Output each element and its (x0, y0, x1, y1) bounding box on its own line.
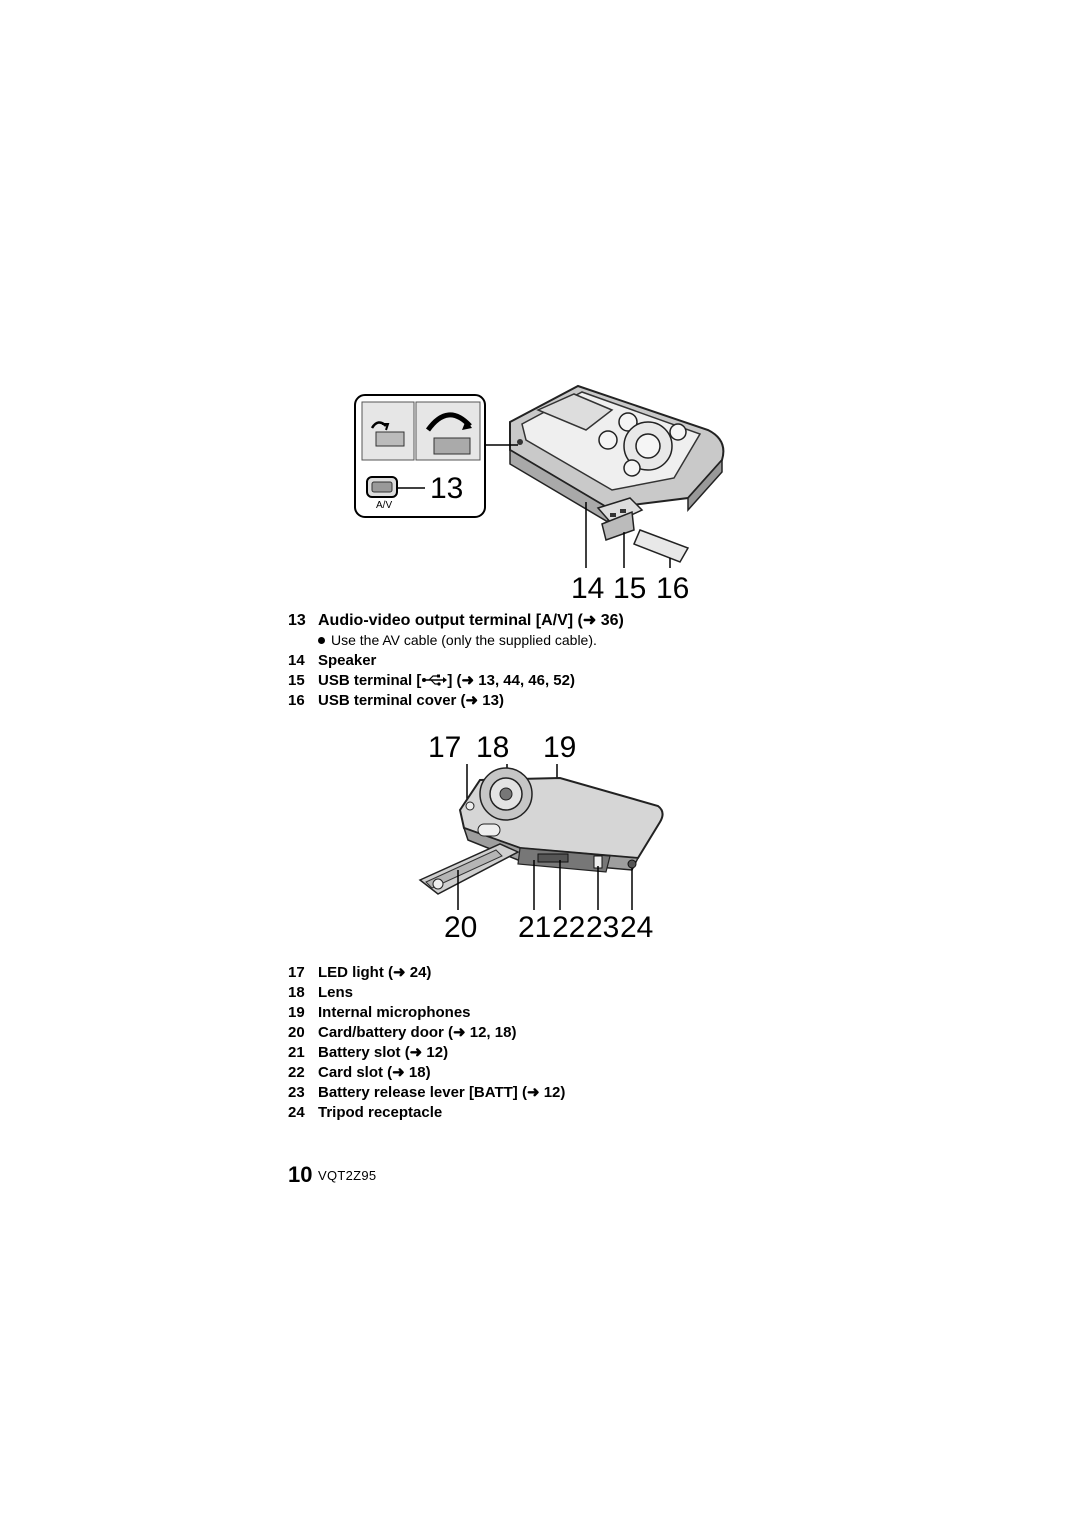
document-code: VQT2Z95 (318, 1168, 377, 1183)
callout-17: 17 (428, 731, 462, 764)
list-item-18: 18 Lens (288, 984, 353, 1002)
item-label: USB terminal cover (➜ 13) (318, 692, 504, 709)
note-av-cable: Use the AV cable (only the supplied cabl… (318, 631, 597, 649)
list-item-22: 22 Card slot (➜ 18) (288, 1064, 431, 1082)
callout-22: 22 (552, 911, 586, 944)
item-number: 16 (288, 692, 305, 709)
item-number: 22 (288, 1064, 305, 1081)
item-label-pre: USB terminal [ (318, 672, 422, 689)
callout-23: 23 (586, 911, 620, 944)
figure-camera-front (410, 760, 680, 920)
item-number: 15 (288, 672, 305, 689)
list-item-23: 23 Battery release lever [BATT] (➜ 12) (288, 1084, 565, 1102)
camera-rear-illustration: 13 A/V (354, 384, 725, 568)
callout-24: 24 (620, 911, 654, 944)
item-label: Card slot (➜ 18) (318, 1064, 431, 1081)
callout-19: 19 (543, 731, 577, 764)
bullet-icon (318, 636, 325, 644)
camera-front-illustration (418, 764, 664, 910)
note-text: Use the AV cable (only the supplied cabl… (331, 632, 597, 648)
list-item-15: 15 USB terminal [ ] (➜ 13, 44, 46, 52) (288, 672, 575, 690)
item-label: Battery release lever [BATT] (➜ 12) (318, 1084, 566, 1101)
list-item-13: 13 Audio-video output terminal [A/V] (➜ 3… (288, 612, 624, 630)
item-number: 19 (288, 1004, 305, 1021)
callout-18: 18 (476, 731, 510, 764)
page-number: 10 (288, 1162, 313, 1187)
item-number: 13 (288, 612, 306, 629)
callout-21: 21 (518, 911, 552, 944)
callout-16: 16 (656, 572, 690, 605)
usb-arm (596, 497, 644, 541)
list-item-19: 19 Internal microphones (288, 1004, 471, 1022)
callout-13: 13 (430, 472, 463, 505)
camera-body (509, 384, 725, 524)
callout-14: 14 (571, 572, 605, 605)
item-label: LED light (➜ 24) (318, 964, 432, 981)
usb-cover (633, 529, 690, 563)
item-number: 18 (288, 984, 305, 1001)
av-terminal-inset (354, 394, 486, 518)
list-item-17: 17 LED light (➜ 24) (288, 964, 431, 982)
list-item-24: 24 Tripod receptacle (288, 1104, 442, 1122)
item-number: 17 (288, 964, 305, 981)
figure-camera-rear: 13 A/V (350, 380, 730, 610)
item-label: Internal microphones (318, 1004, 471, 1021)
item-label: Lens (318, 984, 354, 1001)
av-label: A/V (376, 500, 392, 511)
list-item-20: 20 Card/battery door (➜ 12, 18) (288, 1024, 516, 1042)
item-number: 14 (288, 652, 305, 669)
item-label-post: ] (➜ 13, 44, 46, 52) (447, 672, 575, 689)
item-label: Tripod receptacle (318, 1104, 443, 1121)
item-label: Card/battery door (➜ 12, 18) (318, 1024, 517, 1041)
item-number: 24 (288, 1104, 305, 1121)
item-label: Battery slot (➜ 12) (318, 1044, 449, 1061)
item-number: 23 (288, 1084, 305, 1101)
item-number: 21 (288, 1044, 305, 1061)
item-number: 20 (288, 1024, 305, 1041)
usb-icon (422, 674, 448, 686)
list-item-16: 16 USB terminal cover (➜ 13) (288, 692, 504, 710)
item-label: Audio-video output terminal [A/V] (➜ 36) (318, 612, 624, 629)
list-item-21: 21 Battery slot (➜ 12) (288, 1044, 448, 1062)
list-item-14: 14 Speaker (288, 652, 376, 670)
callout-20: 20 (444, 911, 478, 944)
callout-15: 15 (613, 572, 647, 605)
item-label: Speaker (318, 652, 377, 669)
